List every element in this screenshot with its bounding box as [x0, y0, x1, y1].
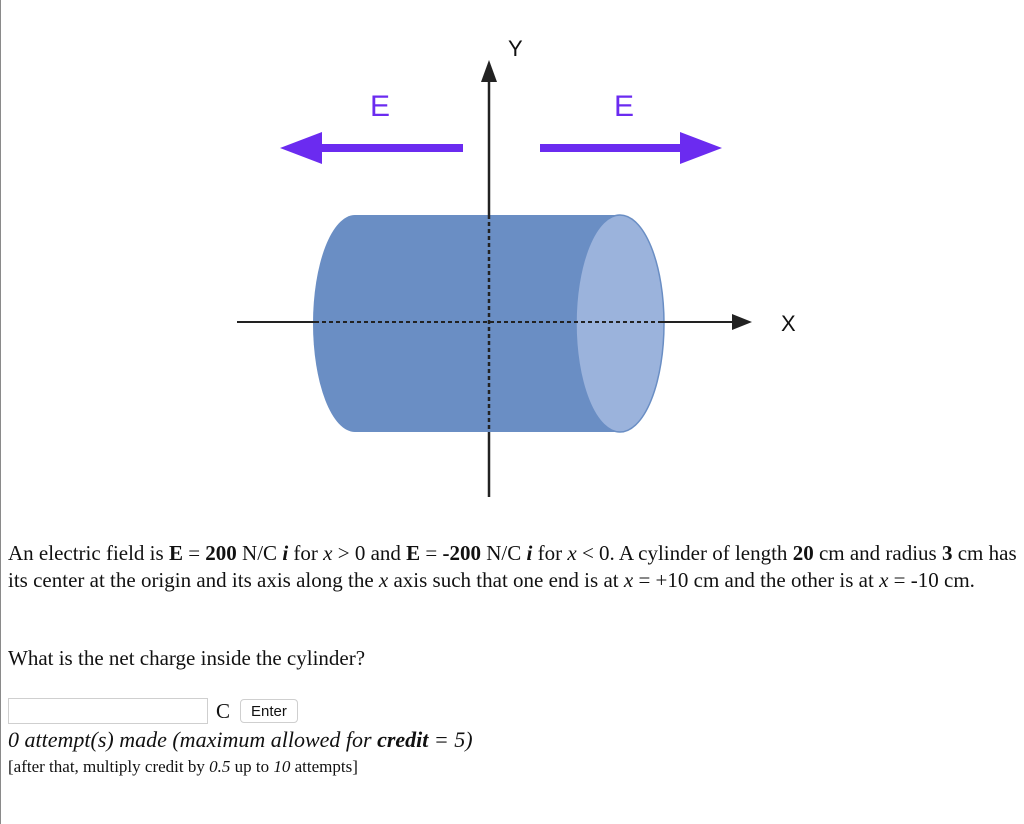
question-text: What is the net charge inside the cylind…	[8, 646, 366, 670]
cylinder-figure: X Y E E	[237, 36, 796, 497]
cylinder-end-face	[575, 214, 665, 433]
answer-input[interactable]	[8, 698, 208, 724]
answer-unit: C	[216, 698, 231, 723]
x-axis-arrowhead	[732, 314, 752, 330]
e-left-label: E	[370, 90, 390, 123]
y-axis-label: Y	[508, 36, 523, 61]
e-left-arrowhead	[280, 132, 322, 164]
left-border	[0, 0, 1, 824]
x-axis-label: X	[781, 311, 796, 336]
answer-row: C Enter	[8, 697, 298, 725]
e-right-arrowhead	[680, 132, 722, 164]
credit-note: [after that, multiply credit by 0.5 up t…	[8, 757, 358, 776]
cylinder-body	[313, 215, 620, 432]
e-right-label: E	[614, 90, 634, 123]
y-axis-arrowhead	[481, 60, 497, 82]
problem-statement: An electric field is E = 200 N/C i for x…	[8, 541, 1017, 592]
enter-button[interactable]: Enter	[240, 699, 298, 723]
attempts-text: 0 attempt(s) made (maximum allowed for c…	[8, 727, 473, 752]
